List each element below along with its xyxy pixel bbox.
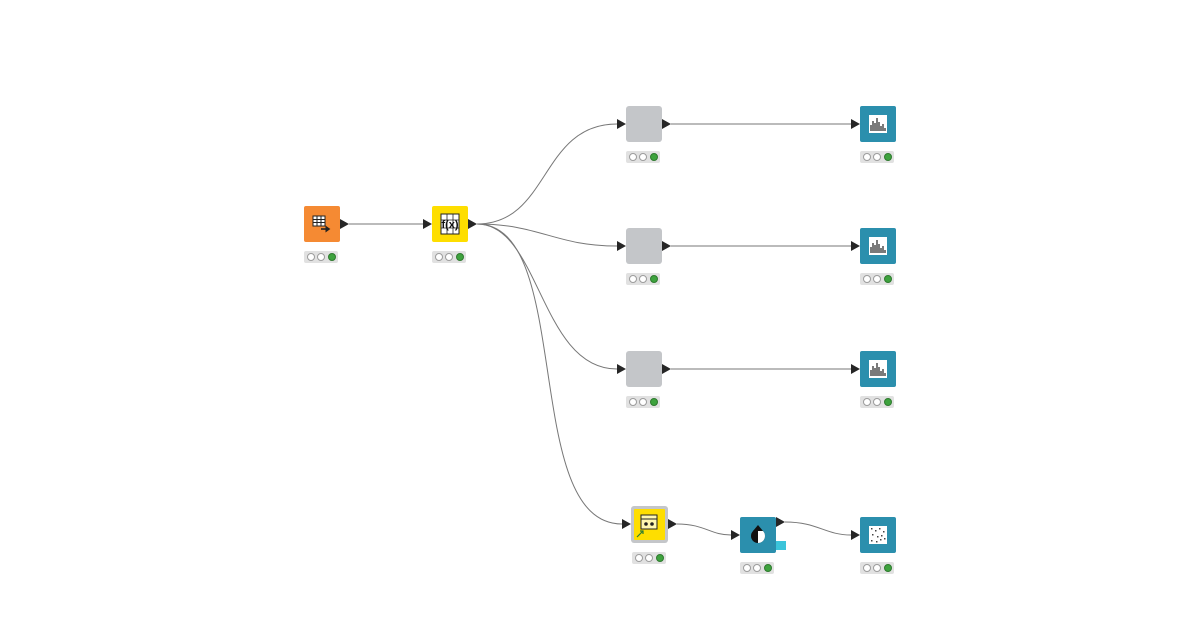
- status-bar-metanode-3: [626, 396, 660, 408]
- status-executed-light: [883, 275, 892, 283]
- output-port[interactable]: [662, 364, 671, 374]
- output-port[interactable]: [776, 517, 785, 527]
- status-bar-histogram-3: [860, 396, 894, 408]
- histogram-icon: [869, 360, 887, 378]
- input-port[interactable]: [622, 519, 631, 529]
- connection-formula-to-metanode-3[interactable]: [476, 223, 618, 370]
- input-port[interactable]: [851, 364, 860, 374]
- status-bar-metanode-1: [626, 151, 660, 163]
- output-port[interactable]: [668, 519, 677, 529]
- node-metanode-2[interactable]: [617, 228, 671, 264]
- input-port[interactable]: [851, 241, 860, 251]
- node-histogram-2[interactable]: [851, 228, 896, 264]
- connection-formula-to-metanode-1[interactable]: [476, 123, 618, 225]
- status-executed-light: [649, 153, 658, 161]
- status-executed-light: [655, 554, 664, 562]
- output-port[interactable]: [662, 241, 671, 251]
- status-bar-histogram-2: [860, 273, 894, 285]
- connection-formula-to-metanode-2[interactable]: [476, 223, 618, 247]
- status-bar-scatter-plot: [860, 562, 894, 574]
- formula-icon: f(x): [440, 213, 460, 235]
- status-executed-light: [649, 275, 658, 283]
- status-executed-light: [455, 253, 464, 261]
- input-port[interactable]: [423, 219, 432, 229]
- histogram-icon: [869, 115, 887, 133]
- status-executed-light: [883, 398, 892, 406]
- table-icon: [312, 215, 331, 233]
- status-executed-light: [883, 564, 892, 572]
- node-metanode-3[interactable]: [617, 351, 671, 387]
- status-executed-light: [883, 153, 892, 161]
- node-table-creator[interactable]: [304, 206, 349, 242]
- input-port[interactable]: [731, 530, 740, 540]
- connection-color-manager-to-scatter-plot[interactable]: [784, 521, 852, 536]
- component-icon: [636, 514, 658, 538]
- input-port[interactable]: [851, 530, 860, 540]
- input-port[interactable]: [617, 119, 626, 129]
- connection-formula-to-component[interactable]: [476, 223, 623, 525]
- status-bar-table-creator: [304, 251, 338, 263]
- color-icon: [751, 525, 765, 543]
- scatter-icon: [869, 526, 887, 544]
- node-component-1[interactable]: [622, 506, 677, 543]
- node-math-formula[interactable]: f(x): [423, 206, 477, 242]
- status-bar-math-formula: [432, 251, 466, 263]
- input-port[interactable]: [617, 241, 626, 251]
- input-port[interactable]: [617, 364, 626, 374]
- output-port[interactable]: [662, 119, 671, 129]
- output-port[interactable]: [340, 219, 349, 229]
- input-port[interactable]: [851, 119, 860, 129]
- node-metanode-1[interactable]: [617, 106, 671, 142]
- output-port[interactable]: [468, 219, 477, 229]
- status-bar-metanode-2: [626, 273, 660, 285]
- status-bar-color-manager: [740, 562, 774, 574]
- histogram-icon: [869, 237, 887, 255]
- node-color-manager[interactable]: [731, 517, 786, 553]
- status-executed-light: [649, 398, 658, 406]
- status-bar-component-1: [632, 552, 666, 564]
- connection-component-to-color-manager[interactable]: [676, 523, 732, 536]
- node-scatter-plot[interactable]: [851, 517, 896, 553]
- status-bar-histogram-1: [860, 151, 894, 163]
- status-executed-light: [327, 253, 336, 261]
- flow-variable-port[interactable]: [776, 541, 786, 550]
- node-histogram-1[interactable]: [851, 106, 896, 142]
- svg-text:f(x): f(x): [441, 219, 458, 231]
- status-executed-light: [763, 564, 772, 572]
- node-histogram-3[interactable]: [851, 351, 896, 387]
